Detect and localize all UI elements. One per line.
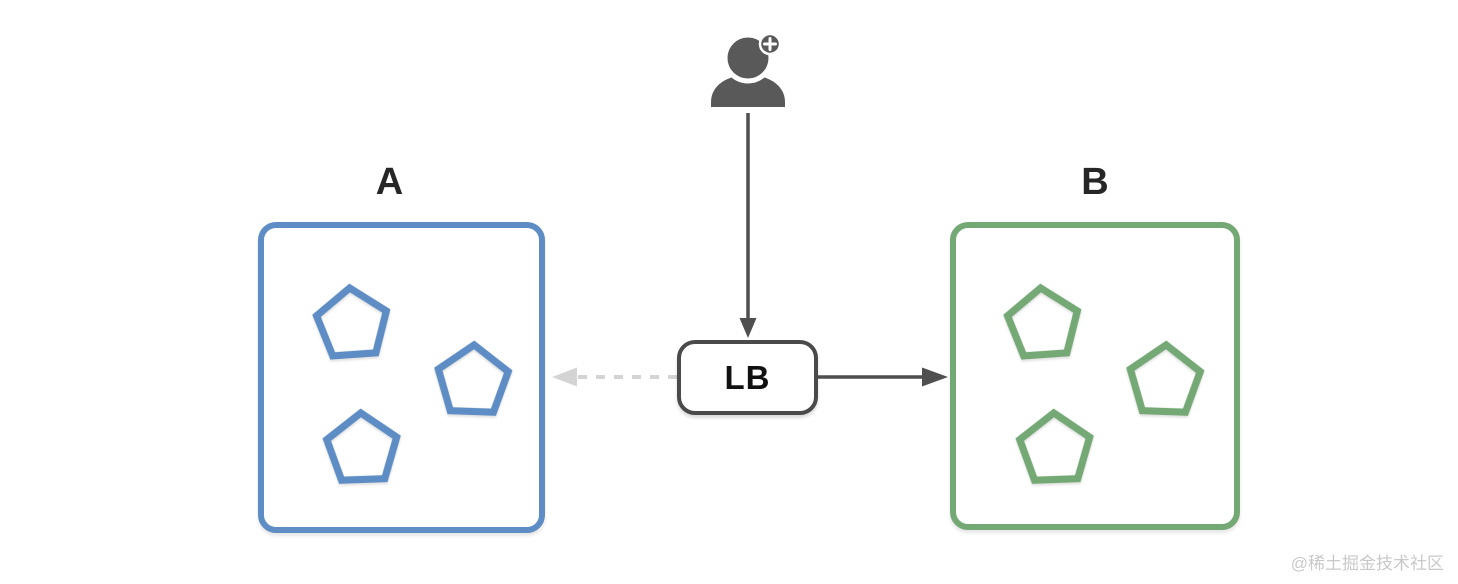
watermark: @稀土掘金技术社区	[1290, 554, 1444, 573]
group-a-label: A	[375, 161, 404, 203]
group-a-box	[258, 222, 545, 533]
user-shoulders	[711, 75, 785, 107]
lb-to-b-arrow	[818, 367, 948, 387]
plus-glyph	[763, 37, 777, 51]
pentagon-icon	[322, 408, 401, 484]
lb-to-a-dashed-arrow	[552, 367, 677, 387]
user-plus-icon	[708, 31, 788, 107]
group-b-label: B	[1081, 161, 1109, 203]
load-balancer-box: LB	[677, 340, 818, 415]
pentagon-icon	[312, 283, 391, 360]
load-balancer-label: LB	[724, 358, 771, 396]
pentagon-icon	[434, 340, 513, 416]
user-to-lb-arrow	[739, 113, 757, 338]
pentagon-icon	[1126, 340, 1205, 416]
pentagon-icon	[1015, 408, 1094, 484]
group-b-box	[950, 222, 1240, 530]
pentagon-icon	[1003, 283, 1082, 360]
